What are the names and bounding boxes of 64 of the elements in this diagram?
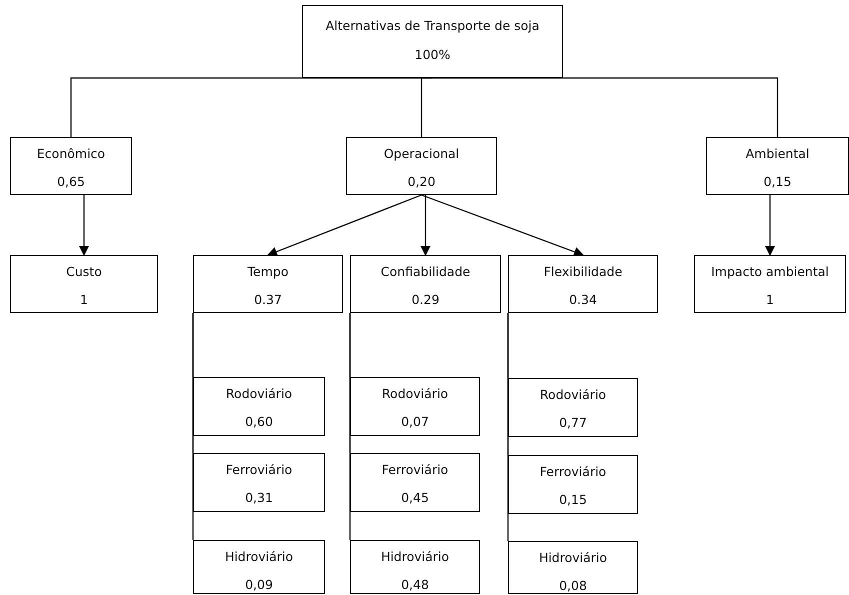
criterion-box: [10, 255, 158, 313]
node-title: Ambiental: [746, 146, 810, 161]
node-weight: 0,07: [401, 414, 429, 429]
criterion-box: [10, 137, 132, 195]
alternative-box: [350, 540, 480, 594]
node-title: Confiabilidade: [380, 264, 470, 279]
connector-line: [349, 313, 351, 540]
arrow: [420, 195, 430, 256]
node-title: Ferroviário: [540, 464, 606, 479]
criterion-box: [346, 137, 497, 195]
node-title: Hidroviário: [224, 549, 294, 564]
node-title: Custo: [66, 264, 102, 279]
connector-line: [420, 77, 432, 137]
node-title: Econômico: [36, 146, 106, 161]
criterion-box: [350, 255, 501, 313]
connector-line: [507, 313, 509, 541]
connector-line: [432, 77, 778, 137]
criterion-box: [508, 255, 658, 313]
node-weight: 0,09: [245, 577, 273, 592]
node-weight: 0,31: [245, 490, 273, 505]
arrow: [421, 194, 584, 257]
node-weight: 0,60: [245, 414, 273, 429]
alternative-box: [193, 377, 325, 436]
node-weight: 0.29: [412, 292, 440, 307]
node-title: Alternativas de Transporte de soja: [326, 18, 540, 33]
alternative-box: [193, 540, 325, 594]
node-weight: 0.37: [254, 292, 282, 307]
node-weight: 1: [80, 292, 88, 307]
node-weight: 0,48: [401, 577, 429, 592]
node-weight: 0,20: [408, 174, 436, 189]
node-title: Rodoviário: [540, 387, 606, 402]
criterion-box: [706, 137, 849, 195]
node-weight: 100%: [414, 47, 450, 62]
alternative-box: [508, 455, 638, 514]
alternative-box: [508, 378, 638, 437]
node-title: Hidroviário: [538, 550, 608, 565]
goal-box: [302, 5, 563, 78]
criterion-box: [694, 255, 846, 313]
arrow: [79, 195, 89, 256]
node-title: Ferroviário: [226, 462, 292, 477]
node-weight: 0,15: [559, 492, 587, 507]
node-title: Flexibilidade: [544, 264, 622, 279]
node-weight: 0,45: [401, 490, 429, 505]
arrow: [267, 194, 422, 256]
alternative-box: [350, 453, 480, 512]
node-title: Hidroviário: [380, 549, 450, 564]
criterion-box: [193, 255, 343, 313]
node-title: Rodoviário: [226, 386, 292, 401]
node-weight: 0,65: [57, 174, 85, 189]
node-weight: 1: [766, 292, 774, 307]
node-weight: 0,77: [559, 415, 587, 430]
node-title: Operacional: [384, 146, 460, 161]
node-weight: 0,15: [764, 174, 792, 189]
node-title: Tempo: [248, 264, 288, 279]
node-weight: 0.34: [569, 292, 597, 307]
node-title: Impacto ambiental: [711, 264, 829, 279]
connector-line: [192, 313, 194, 540]
alternative-box: [193, 453, 325, 512]
arrow: [765, 195, 775, 256]
alternative-box: [350, 377, 480, 436]
node-weight: 0,08: [559, 578, 587, 593]
alternative-box: [508, 541, 638, 594]
node-title: Rodoviário: [382, 386, 448, 401]
node-title: Ferroviário: [382, 462, 448, 477]
